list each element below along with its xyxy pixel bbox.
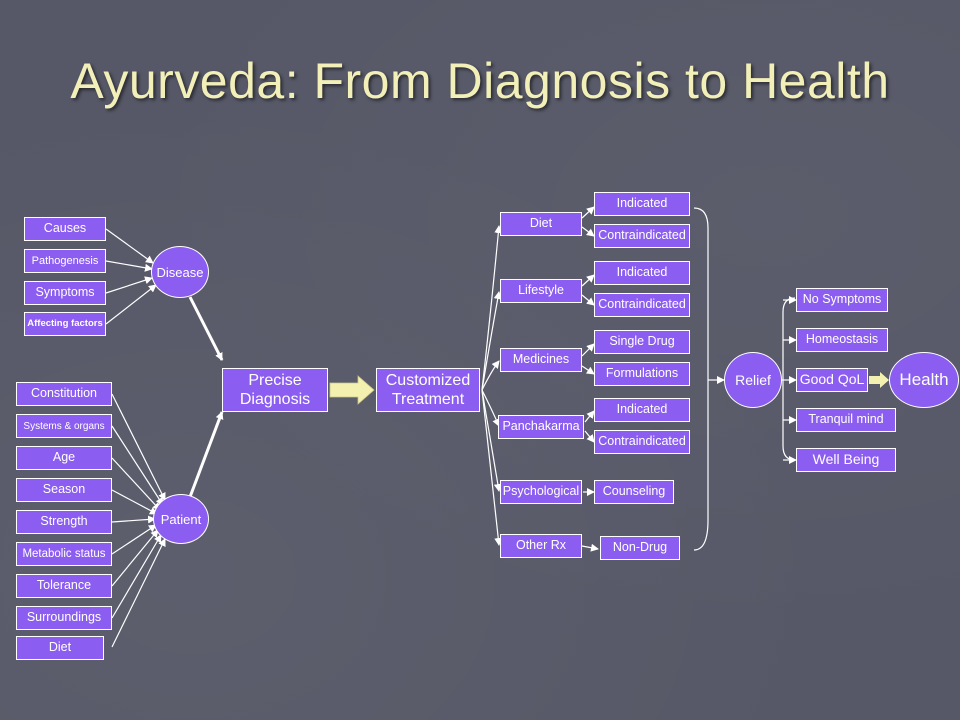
arrow-causes-disease [105,228,154,264]
treatment-medicines: Medicines [500,348,582,372]
arrow-to-medicines [481,360,500,391]
node-customized-treatment: Customized Treatment [376,368,480,412]
node-disease: Disease [151,246,209,298]
outcome-good-qol: Good QoL [796,368,868,392]
factor-systems-organs: Systems & organs [16,414,112,438]
treatment-other-rx: Other Rx [500,534,582,558]
arrow-symptoms-disease [105,276,153,294]
treatment-psychological: Psychological [500,480,582,504]
arrow-constitution-patient [111,393,166,501]
slide-title: Ayurveda: From Diagnosis to Health [70,53,890,109]
option-lifestyle-contraindicated: Contraindicated [594,293,690,317]
option-panchakarma-contraindicated: Contraindicated [594,430,690,454]
arrow-tolerance-patient [111,529,159,587]
node-relief: Relief [724,352,782,408]
arrow-affecting-disease [105,284,157,325]
brace-relief-outcomes [782,297,796,461]
fat-arrow-diagnosis-treatment [329,375,375,405]
arrow-surroundings-patient [111,534,162,619]
outcome-no-symptoms: No Symptoms [796,288,888,312]
arrow-disease-diagnosis [188,296,224,361]
option-medicines-single-drug: Single Drug [594,330,690,354]
arrow-pathogenesis-disease [105,260,153,272]
treatment-diet: Diet [500,212,582,236]
outcome-homeostasis: Homeostasis [796,328,888,352]
arrow-to-panchakarma [481,389,500,427]
arrow-metabolic-patient [111,524,157,555]
option-other-rx-non-drug: Non-Drug [600,536,680,560]
arrow-to-lifestyle [481,291,502,391]
factor-affecting-factors: Affecting factors [24,312,106,336]
option-panchakarma-indicated: Indicated [594,398,690,422]
factor-surroundings: Surroundings [16,606,112,630]
factor-diet: Diet [16,636,104,660]
option-diet-contraindicated: Contraindicated [594,224,690,248]
arrow-diet-patient [111,538,166,648]
option-diet-indicated: Indicated [594,192,690,216]
factor-age: Age [16,446,112,470]
arrow-to-other-rx [481,389,503,546]
arrow-to-diet [481,225,503,391]
factor-tolerance: Tolerance [16,574,112,598]
treatment-panchakarma: Panchakarma [498,415,584,439]
factor-constitution: Constitution [16,382,112,406]
arrow-strength-patient [111,515,156,524]
outcome-tranquil-mind: Tranquil mind [796,408,896,432]
arrow-season-patient [111,489,158,515]
brace-to-relief [693,207,709,551]
arrow-patient-diagnosis [188,411,224,498]
fat-arrow-qol-health [869,372,889,388]
option-medicines-formulations: Formulations [594,362,690,386]
factor-metabolic-status: Metabolic status [16,542,112,566]
node-precise-diagnosis: Precise Diagnosis [222,368,328,412]
factor-strength: Strength [16,510,112,534]
option-psychological-counseling: Counseling [594,480,674,504]
factor-causes: Causes [24,217,106,241]
outcome-well-being: Well Being [796,448,896,472]
option-lifestyle-indicated: Indicated [594,261,690,285]
factor-pathogenesis: Pathogenesis [24,249,106,273]
factor-season: Season [16,478,112,502]
factor-symptoms: Symptoms [24,281,106,305]
arrow-systems-patient [111,425,164,506]
arrow-age-patient [111,457,161,511]
arrow-to-psychological [481,389,502,492]
node-health: Health [889,352,959,408]
treatment-lifestyle: Lifestyle [500,279,582,303]
node-patient: Patient [153,494,209,544]
